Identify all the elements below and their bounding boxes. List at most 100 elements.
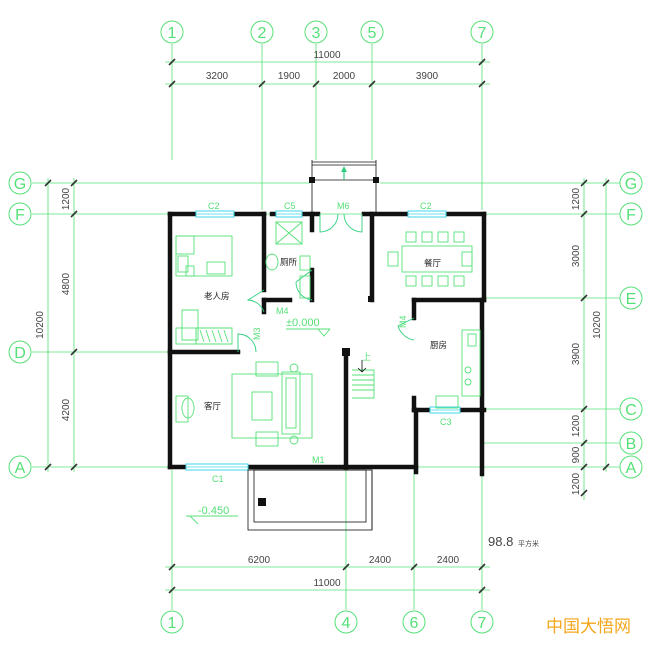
door-m6-right (343, 213, 363, 233)
room-label-dining: 餐厅 (424, 259, 442, 269)
axis-bubble-top-2: 2 (258, 25, 267, 42)
bed (175, 235, 233, 277)
dim-right-seg-4: 1200 (571, 414, 582, 437)
axis-bubble-left-F: F (15, 207, 25, 224)
dimension-texts: 11000 3200 1900 2000 3900 6200 2400 2400… (35, 50, 603, 589)
axis-bubble-right-F: F (626, 207, 636, 224)
axis-bubble-bottom-1: 1 (168, 615, 177, 632)
label-m4-right: M4 (398, 315, 408, 328)
dim-right-seg-1: 1200 (571, 187, 582, 210)
label-m6: M6 (337, 201, 350, 211)
coffee-table (251, 391, 273, 421)
axis-bubble-bottom-7: 7 (478, 615, 487, 632)
axis-bubble-left-G: G (14, 176, 26, 193)
living-rug (231, 373, 313, 439)
nightstand (175, 235, 195, 255)
axis-grid-lines (32, 44, 626, 610)
door-m4-kitchen (397, 317, 415, 341)
dim-top-seg-4: 3900 (416, 71, 439, 82)
room-label-kitchen: 厨房 (430, 340, 447, 351)
dim-left-seg-3: 4200 (61, 398, 72, 421)
axis-bubble-top-3: 3 (312, 25, 321, 42)
elevation-main: ±0.000 (286, 317, 320, 329)
opening-labels: C2 C5 M6 C2 M4 M3 M4 C3 C1 M1 上 (208, 201, 452, 484)
dim-top-total: 11000 (313, 50, 341, 61)
door-m6-left (319, 213, 339, 233)
windows (185, 210, 461, 471)
axis-bubble-bottom-4: 4 (342, 615, 351, 632)
wash-basin (265, 253, 279, 271)
dim-right-seg-6: 1200 (571, 472, 582, 495)
shower-tray (275, 221, 303, 245)
room-label-living: 客厅 (204, 401, 222, 412)
bathroom-fixtures (265, 221, 311, 299)
doors (237, 213, 415, 467)
door-m4-left (246, 289, 265, 313)
elderly-room-furniture (175, 235, 233, 345)
room-labels: 老人房 厕所 餐厅 厨房 客厅 (204, 257, 447, 412)
staircase (352, 360, 375, 399)
dim-bottom-seg-1: 6200 (248, 555, 271, 566)
axis-bubble-top-7: 7 (478, 25, 487, 42)
dim-right-seg-3: 3900 (571, 342, 582, 365)
dim-bottom-seg-3: 2400 (437, 555, 460, 566)
label-c5: C5 (284, 201, 296, 211)
door-m3 (237, 333, 257, 353)
walls (167, 211, 487, 477)
dining-furniture (387, 231, 473, 287)
dim-top-seg-2: 1900 (278, 71, 301, 82)
axis-bubble-bottom-6: 6 (410, 615, 419, 632)
dim-right-seg-2: 3000 (571, 244, 582, 267)
watermark: 中国大悟网 (546, 617, 631, 637)
kitchen-counter (461, 329, 481, 397)
living-room-furniture (175, 361, 313, 447)
room-label-bathroom: 厕所 (280, 257, 298, 268)
axis-bubbles-top: 1 2 3 5 7 (160, 20, 494, 44)
area-unit: 平方米 (518, 539, 539, 548)
label-c3: C3 (440, 417, 452, 427)
axis-bubble-right-B: B (626, 436, 637, 453)
dim-right-total: 10200 (592, 311, 603, 339)
label-m4-left: M4 (276, 306, 289, 316)
axis-bubble-right-C: C (625, 402, 637, 419)
axis-bubble-left-D: D (14, 345, 26, 362)
label-c2-left: C2 (208, 201, 220, 211)
axis-bubbles-right: G F E C B A (619, 171, 643, 479)
wardrobe (181, 309, 199, 341)
label-m3: M3 (252, 327, 262, 340)
elevation-marks: ±0.000 -0.450 (198, 317, 331, 517)
dim-top-seg-1: 3200 (206, 71, 229, 82)
entry-porch (186, 469, 373, 531)
rear-balcony (309, 160, 379, 214)
armchair-bottom (255, 431, 279, 447)
area-value: 98.8 (488, 534, 513, 549)
room-label-elderly: 老人房 (204, 291, 230, 302)
tv-cabinet (175, 395, 189, 423)
axis-bubble-left-A: A (15, 460, 26, 477)
dim-right-seg-5: 900 (571, 446, 582, 463)
axis-bubble-top-1: 1 (168, 25, 177, 42)
elevation-outdoor: -0.450 (198, 505, 229, 517)
dim-left-seg-2: 4800 (61, 272, 72, 295)
axis-bubble-top-5: 5 (368, 25, 377, 42)
kitchen-fixtures (435, 329, 481, 409)
dim-bottom-seg-2: 2400 (369, 555, 392, 566)
dim-left-seg-1: 1200 (61, 187, 72, 210)
sink (467, 333, 477, 347)
dim-left-total: 10200 (35, 311, 46, 339)
axis-bubbles-bottom: 1 4 6 7 (160, 610, 494, 634)
label-c2-right: C2 (420, 201, 432, 211)
label-c1: C1 (212, 474, 224, 484)
floor-area: 98.8 平方米 (488, 534, 539, 549)
label-m1: M1 (312, 455, 325, 465)
sofa (281, 371, 301, 435)
dim-top-seg-3: 2000 (333, 71, 356, 82)
axis-bubbles-left: G F D A (8, 171, 32, 479)
label-stair-up: 上 (362, 352, 371, 362)
dim-bottom-total: 11000 (313, 578, 341, 589)
axis-bubble-right-E: E (626, 291, 637, 308)
dimension-lines (44, 58, 610, 594)
armchair-top (255, 361, 279, 377)
